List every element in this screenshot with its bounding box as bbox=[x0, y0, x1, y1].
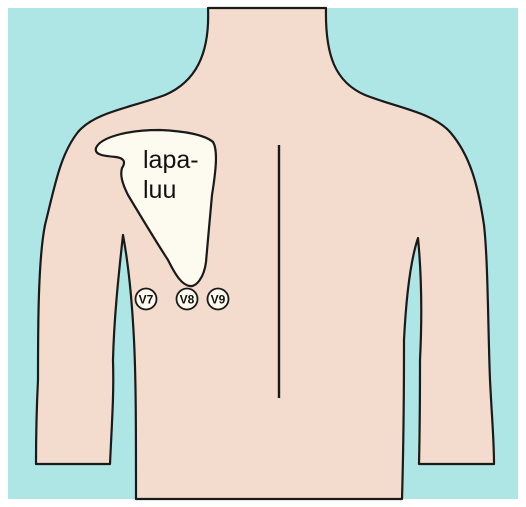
electrode-v7-label: V7 bbox=[139, 293, 154, 307]
electrode-v7: V7 bbox=[136, 289, 157, 310]
electrode-v8-label: V8 bbox=[180, 293, 195, 307]
scapula-label-line2: luu bbox=[143, 176, 176, 204]
electrode-v9: V9 bbox=[208, 289, 229, 310]
scapula-label-line1: lapa- bbox=[143, 146, 199, 174]
electrode-v8: V8 bbox=[177, 289, 198, 310]
electrode-v9-label: V9 bbox=[211, 293, 226, 307]
